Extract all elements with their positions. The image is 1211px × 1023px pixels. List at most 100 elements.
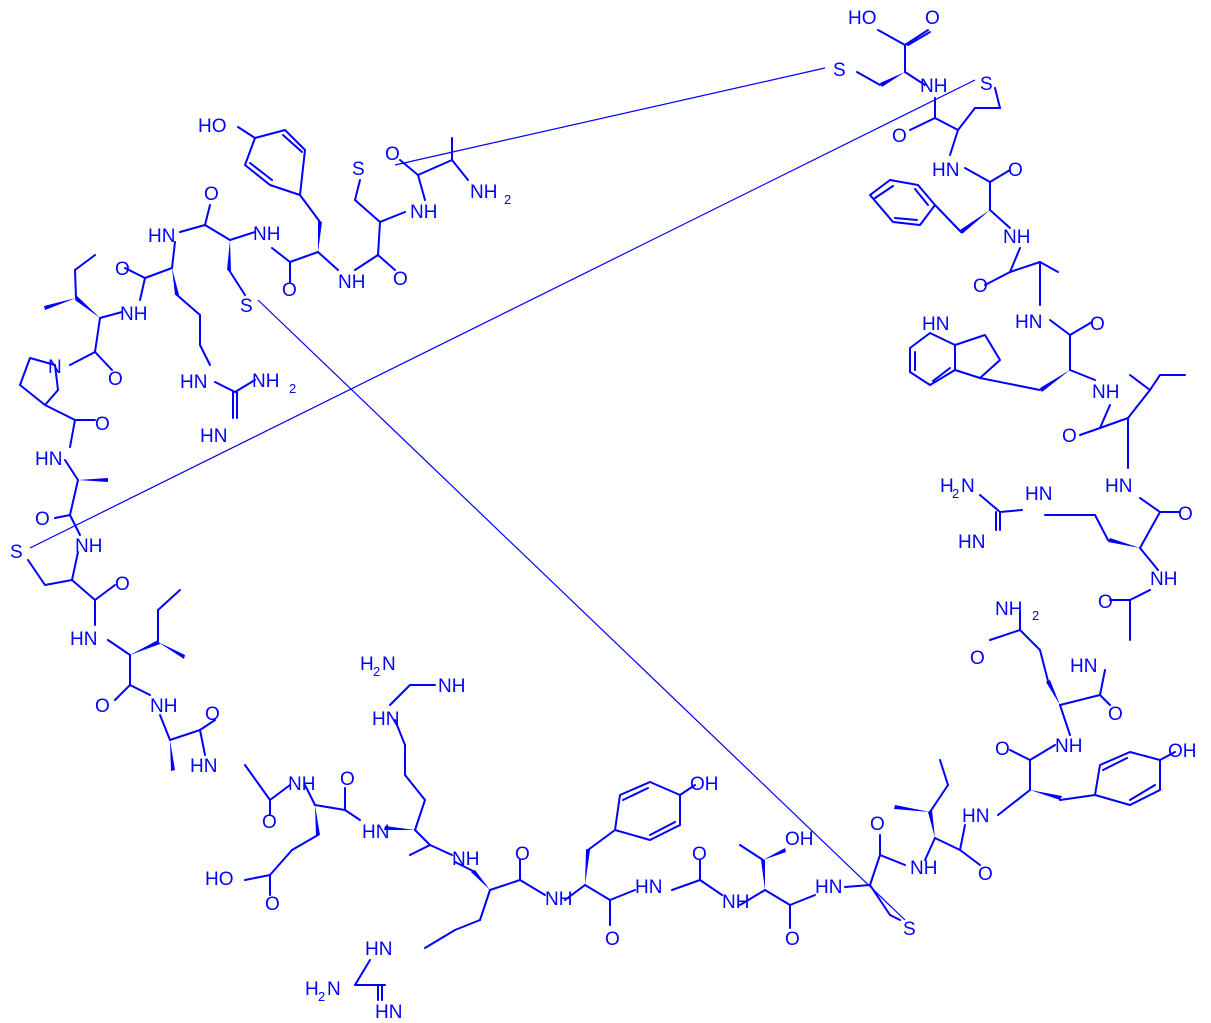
label-sub: 2 — [318, 989, 325, 1004]
label-nh: NH — [338, 272, 365, 293]
label-hn: HN — [1105, 476, 1132, 497]
label-nh: NH — [288, 774, 315, 795]
gly-gln-residues: O HN O NH 2 O NH — [970, 589, 1151, 757]
label-nh: NH — [253, 224, 280, 245]
label-n: N — [382, 654, 396, 675]
label-o: O — [115, 259, 130, 280]
label-nh: NH — [545, 889, 572, 910]
label-hn: HN — [190, 756, 217, 777]
label-s: S — [980, 74, 993, 95]
label-h: H — [940, 476, 954, 497]
label-n: N — [327, 979, 341, 1000]
ala-residue-left: O NH — [150, 696, 220, 771]
label-nh: NH — [1055, 736, 1082, 757]
label-hn: HN — [922, 314, 949, 335]
label-o: O — [978, 864, 993, 885]
label-o: O — [340, 769, 355, 790]
trp-residue: HN O HN NH — [909, 312, 1119, 403]
label-nh: NH — [910, 858, 937, 879]
label-o: O — [282, 280, 297, 301]
label-hn: HN — [1070, 656, 1097, 677]
label-nh: NH — [438, 676, 465, 697]
label-o: O — [1108, 704, 1123, 725]
label-sub: 2 — [952, 486, 959, 501]
disulfide-bonds — [29, 67, 976, 921]
label-o: O — [515, 844, 530, 865]
tyr-residue-right: O OH HN — [962, 739, 1197, 827]
label-o: O — [692, 844, 707, 865]
label-o: O — [1008, 160, 1023, 181]
label-nh: NH — [470, 182, 497, 203]
label-o: O — [870, 814, 885, 835]
label-s: S — [10, 542, 23, 563]
label-ho: HO — [205, 869, 234, 890]
label-n: N — [48, 357, 62, 378]
ile-cys-residues: O NH O S HN — [815, 759, 993, 940]
label-o: O — [973, 276, 988, 297]
label-hn: HN — [815, 877, 842, 898]
leu-residue: O HN O — [1062, 374, 1193, 525]
label-hn: HN — [375, 1002, 402, 1023]
label-h: H — [360, 654, 374, 675]
label-sub: 2 — [1032, 608, 1039, 623]
label-sub: 2 — [504, 192, 511, 207]
label-sub: 2 — [289, 381, 296, 396]
label-o: O — [1062, 426, 1077, 447]
label-oh: OH — [690, 774, 719, 795]
label-h: H — [305, 979, 319, 1000]
label-o: O — [393, 269, 408, 290]
arg-residue-upper-left: O HN NH 2 HN HN — [115, 226, 296, 447]
label-nh: NH — [1003, 227, 1030, 248]
label-o: O — [970, 648, 985, 669]
label-nh: NH — [920, 76, 947, 97]
label-o: O — [785, 929, 800, 950]
label-nh: NH — [1092, 382, 1119, 403]
label-hn: HN — [200, 426, 227, 447]
label-o: O — [262, 812, 277, 833]
label-nh: NH — [722, 892, 749, 913]
label-o: O — [892, 126, 907, 147]
label-nh: NH — [75, 536, 102, 557]
glu-residue: O O HO NH — [205, 769, 361, 915]
label-sub: 2 — [373, 664, 380, 679]
pro-residue: O N — [19, 351, 110, 448]
label-o: O — [265, 894, 280, 915]
label-nh: NH — [410, 202, 437, 223]
label-hn: HN — [362, 822, 389, 843]
label-nh: NH — [452, 849, 479, 870]
arg-residue-second: HN H 2 N NH HN — [360, 654, 465, 856]
label-oh: OH — [1168, 741, 1197, 762]
label-ho: HO — [848, 8, 877, 29]
label-o: O — [35, 509, 50, 530]
label-hn: HN — [372, 709, 399, 730]
label-o: O — [385, 144, 400, 165]
label-oh: OH — [785, 829, 814, 850]
label-hn: HN — [958, 532, 985, 553]
label-hn: HN — [962, 806, 989, 827]
label-hn: HN — [1015, 312, 1042, 333]
label-o: O — [204, 184, 219, 205]
label-nh: NH — [1150, 569, 1177, 590]
cys-n-terminus: O S NH O NH 2 — [352, 137, 511, 290]
label-o: O — [95, 414, 110, 435]
label-hn: HN — [35, 449, 62, 470]
cys-c-terminus: HO O S NH O S HN O — [833, 8, 1023, 183]
label-o: O — [108, 369, 123, 390]
label-hn: HN — [148, 226, 175, 247]
tyr-residue-bottom: O OH NH — [545, 774, 719, 950]
label-o: O — [95, 696, 110, 717]
label-hn: HN — [1025, 484, 1052, 505]
cys-residue-upper: O S NH — [179, 184, 280, 317]
label-s: S — [240, 296, 253, 317]
label-nh: NH — [252, 371, 279, 392]
label-o: O — [1090, 314, 1105, 335]
ile-residue-left: O HN — [70, 589, 185, 717]
phe-residue: NH O — [869, 179, 1059, 306]
label-ho: HO — [198, 116, 227, 137]
label-n: N — [961, 476, 975, 497]
cys-residue-left: O S NH — [10, 536, 130, 626]
label-o: O — [1098, 592, 1113, 613]
arg-residue-right: HN H 2 N HN NH — [940, 476, 1177, 590]
label-o: O — [205, 704, 220, 725]
